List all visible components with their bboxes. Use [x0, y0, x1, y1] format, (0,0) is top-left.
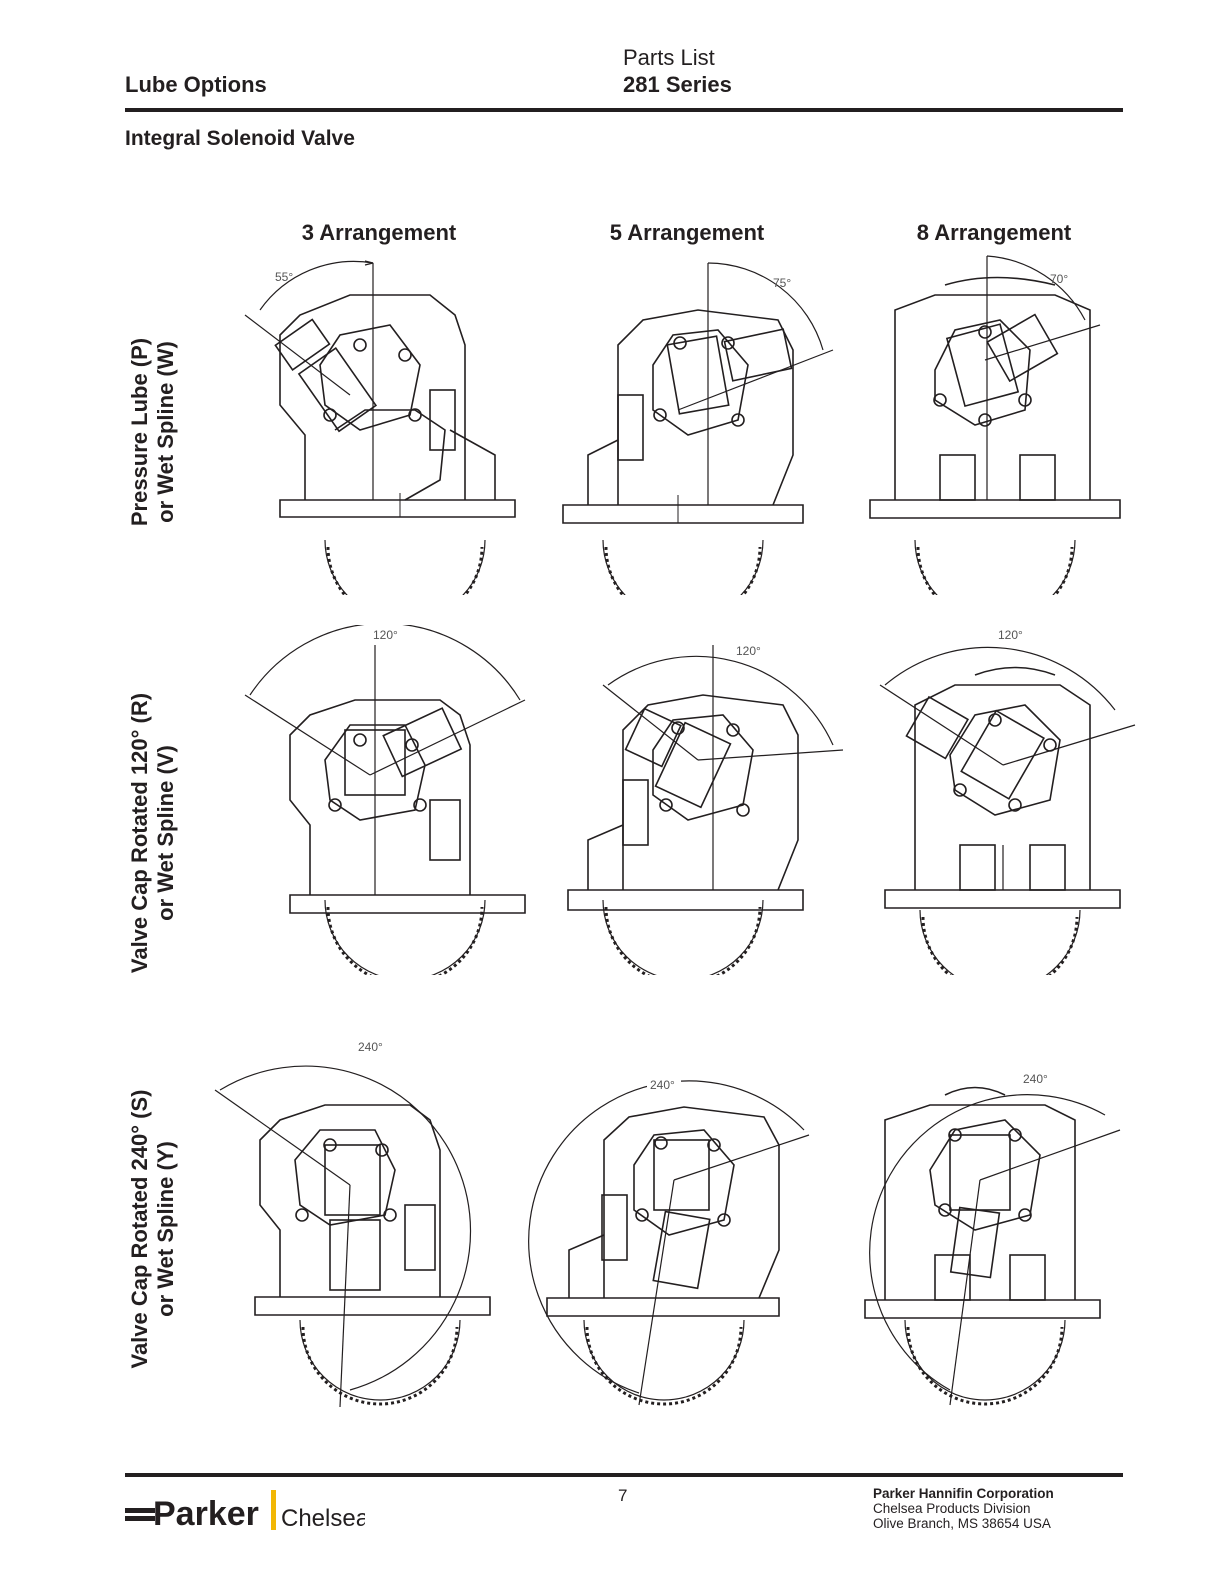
row-title-1-line1: Pressure Lube (P): [127, 337, 152, 527]
logo-parker-text: Parker: [153, 1495, 259, 1532]
header-doc-info: Parts List 281 Series: [623, 44, 732, 98]
row-title-1-line2: or Wet Spline (W): [153, 341, 178, 523]
drawing-5-arrangement-valve-240: 240°: [524, 1075, 824, 1410]
parker-chelsea-logo: Parker Chelsea: [125, 1488, 370, 1533]
company-location: Olive Branch, MS 38654 USA: [873, 1516, 1051, 1531]
drawing-5-arrangement-valve-120: 120°: [548, 640, 848, 975]
row-title-3: Valve Cap Rotated 240° (S) or Wet Spline…: [127, 1024, 179, 1434]
drawing-5-arrangement-pressure-lube: 75°: [548, 255, 848, 595]
column-title-3: 3 Arrangement: [301, 220, 457, 245]
angle-label-120-c: 120°: [998, 628, 1023, 642]
footer-rule: [125, 1473, 1123, 1477]
angle-label-240-c: 240°: [1023, 1072, 1048, 1086]
header-series: 281 Series: [623, 72, 732, 97]
angle-label-70: 70°: [1050, 272, 1068, 286]
drawing-3-arrangement-pressure-lube: 55°: [240, 255, 530, 595]
row-title-2-line2: or Wet Spline (V): [153, 745, 178, 921]
company-address: Parker Hannifin Corporation Chelsea Prod…: [873, 1486, 1054, 1531]
angle-label-120-b: 120°: [736, 644, 761, 658]
drawing-8-arrangement-valve-240: 240°: [855, 1065, 1135, 1410]
column-title-8: 8 Arrangement: [916, 220, 1072, 245]
angle-label-75: 75°: [773, 276, 791, 290]
company-division: Chelsea Products Division: [873, 1501, 1031, 1516]
drawing-8-arrangement-pressure-lube: 70°: [855, 250, 1135, 595]
page-title: Integral Solenoid Valve: [125, 127, 355, 150]
row-title-2: Valve Cap Rotated 120° (R) or Wet Spline…: [127, 628, 179, 1038]
logo-chelsea-text: Chelsea: [281, 1505, 365, 1532]
angle-label-240-b: 240°: [650, 1078, 675, 1092]
row-title-2-line1: Valve Cap Rotated 120° (R): [127, 692, 152, 974]
company-name: Parker Hannifin Corporation: [873, 1486, 1054, 1501]
header-rule: [125, 108, 1123, 112]
row-title-3-line1: Valve Cap Rotated 240° (S): [127, 1089, 152, 1369]
angle-label-240-a: 240°: [358, 1040, 383, 1054]
row-title-3-line2: or Wet Spline (Y): [153, 1141, 178, 1317]
row-title-1: Pressure Lube (P) or Wet Spline (W): [127, 227, 179, 637]
angle-label-120-a: 120°: [373, 628, 398, 642]
drawing-8-arrangement-valve-120: 120°: [855, 625, 1140, 975]
drawing-3-arrangement-valve-120: 120°: [240, 625, 540, 975]
drawing-3-arrangement-valve-240: 240°: [210, 1035, 530, 1410]
column-title-5: 5 Arrangement: [609, 220, 765, 245]
header-doc-type: Parts List: [623, 45, 715, 70]
page-number: 7: [618, 1486, 628, 1505]
angle-label-55: 55°: [275, 270, 293, 284]
header-section-title: Lube Options: [125, 72, 267, 97]
